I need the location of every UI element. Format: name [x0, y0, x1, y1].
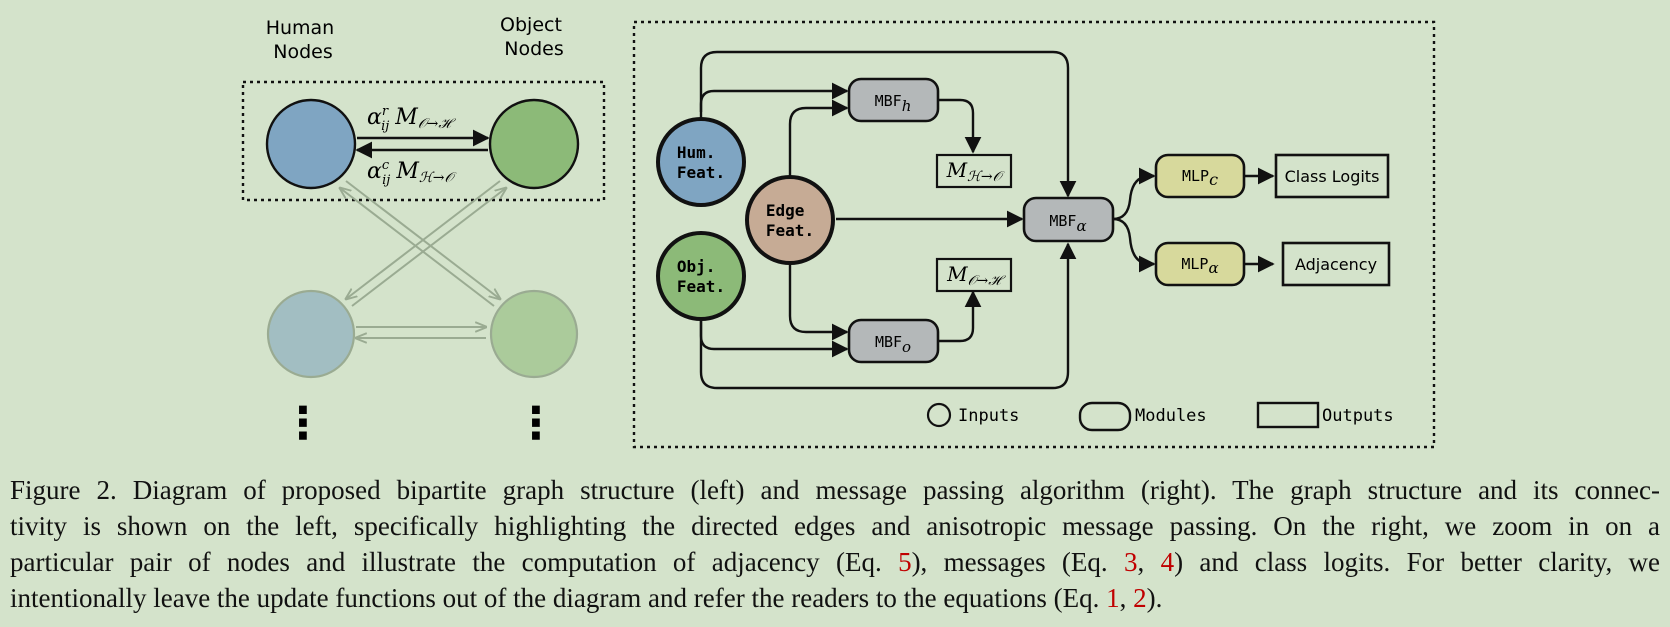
eq-ref-1[interactable]: 1 — [1106, 583, 1120, 613]
message-passing-box — [632, 20, 1436, 449]
object-ellipsis: ⋮ — [514, 398, 558, 449]
legend-modules-icon — [1078, 401, 1132, 432]
flow-connections — [699, 50, 1275, 390]
svg-text:Edge Feat.: Edge Feat. — [766, 201, 814, 240]
human-ellipsis: ⋮ — [281, 398, 325, 449]
eq-ref-5[interactable]: 5 — [898, 547, 912, 577]
input-edge-features: Edge Feat. — [745, 175, 835, 265]
module-mbf-h: MBFh — [847, 77, 940, 123]
message-o-to-h: M𝒪→ℋ — [935, 257, 1013, 293]
svg-text:MBFh: MBFh — [875, 92, 912, 115]
svg-text:Adjacency: Adjacency — [1295, 255, 1377, 274]
edge-human-lower-to-object — [351, 188, 506, 307]
svg-text:MBFo: MBFo — [875, 333, 911, 356]
legend: Inputs Modules Outputs — [926, 401, 1394, 432]
caption-line-4: intentionally leave the update functions… — [10, 583, 1163, 613]
input-human-features: Hum. Feat. — [656, 117, 746, 207]
svg-text:M𝒪→ℋ: M𝒪→ℋ — [946, 262, 1006, 289]
caption-line-3: particular pair of nodes and illustrate … — [10, 547, 1660, 577]
module-mbf-o: MBFo — [847, 318, 940, 364]
crossing-edges — [340, 180, 506, 338]
module-mbf-alpha: MBFα — [1022, 196, 1115, 243]
svg-text:Mℋ→𝒪: Mℋ→𝒪 — [946, 158, 1005, 185]
output-class-logits: Class Logits — [1274, 153, 1390, 199]
caption-line-1: Figure 2. Diagram of proposed bipartite … — [10, 475, 1660, 505]
mbf-o-to-message — [939, 290, 982, 343]
right-panel: Hum. Feat. Edge Feat. Obj. Feat. MBFh M — [632, 20, 1436, 449]
message-h-to-o: Mℋ→𝒪 — [935, 153, 1013, 189]
mbf-h-to-message — [939, 98, 982, 154]
eq-ref-4[interactable]: 4 — [1160, 547, 1175, 577]
mbf-alpha-to-mlp-c — [1112, 167, 1156, 221]
edge-to-mbf-h — [788, 99, 849, 178]
legend-outputs-icon — [1256, 401, 1320, 429]
svg-text:Obj. Feat.: Obj. Feat. — [677, 257, 725, 296]
human-node-lower — [266, 289, 356, 379]
human-nodes-header: Human Nodes — [266, 17, 341, 63]
edge-to-mbf-o — [788, 262, 849, 341]
svg-text:MBFα: MBFα — [1049, 212, 1086, 235]
svg-text:Hum. Feat.: Hum. Feat. — [677, 143, 725, 182]
output-adjacency: Adjacency — [1281, 241, 1391, 287]
input-object-features: Obj. Feat. — [656, 231, 746, 321]
legend-inputs-icon — [926, 402, 952, 428]
svg-text:Class Logits: Class Logits — [1285, 167, 1380, 186]
human-to-mbf-h — [699, 82, 849, 112]
figure-caption: Figure 2. Diagram of proposed bipartite … — [10, 472, 1660, 616]
svg-text:MLPα: MLPα — [1181, 255, 1218, 277]
module-mlp-c: MLPc — [1154, 153, 1246, 199]
legend-modules-label: Modules — [1135, 406, 1207, 426]
edge-object-to-human-lower — [346, 180, 501, 299]
edge-object-lower-to-human — [340, 188, 495, 307]
legend-inputs-label: Inputs — [958, 406, 1019, 426]
svg-text:MLPc: MLPc — [1182, 167, 1218, 189]
module-mlp-alpha: MLPα — [1154, 241, 1246, 287]
object-to-mbf-alpha — [699, 242, 1077, 390]
object-node — [488, 98, 580, 190]
human-to-mbf-alpha — [699, 50, 1077, 198]
object-to-mbf-o — [699, 318, 849, 358]
eq-ref-2[interactable]: 2 — [1133, 583, 1147, 613]
human-node — [265, 98, 357, 190]
object-nodes-header: Object Nodes — [500, 14, 568, 60]
caption-line-2: tivity is shown on the left, specificall… — [10, 511, 1660, 541]
object-node-lower — [489, 289, 579, 379]
mbf-alpha-to-mlp-alpha — [1112, 217, 1156, 273]
eq-ref-3[interactable]: 3 — [1124, 547, 1138, 577]
legend-outputs-label: Outputs — [1322, 406, 1394, 426]
highlighted-pair-box — [241, 80, 606, 202]
